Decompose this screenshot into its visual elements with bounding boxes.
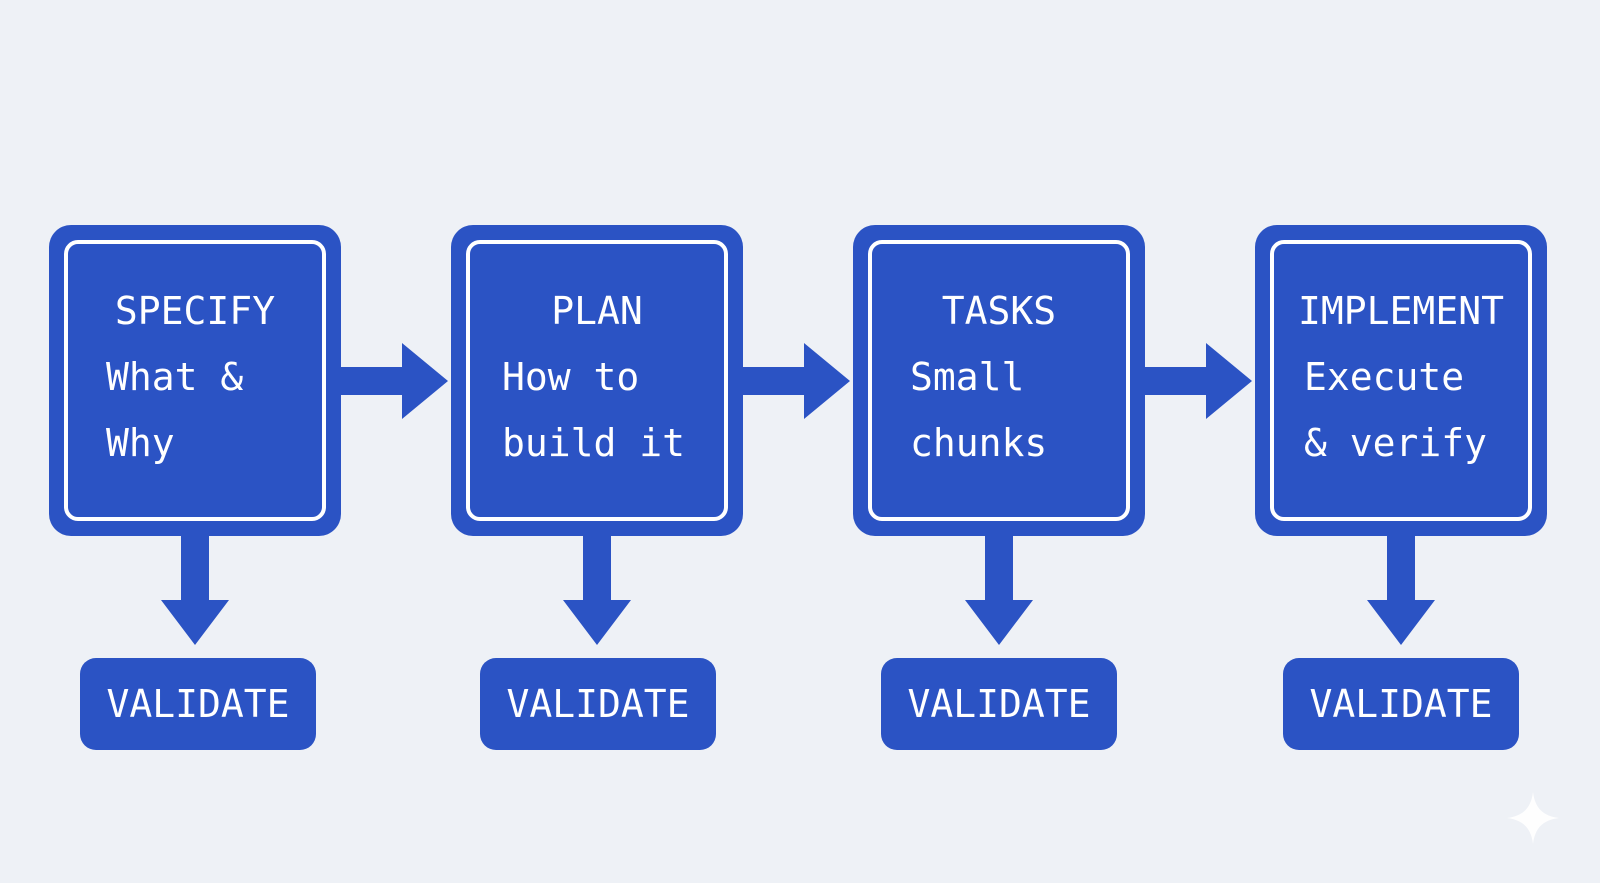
- validate-box-implement: VALIDATE: [1283, 658, 1519, 750]
- stage-description-line: Execute: [1304, 355, 1465, 399]
- stage-description-line: build it: [502, 421, 686, 465]
- sparkle-icon: [1507, 792, 1559, 844]
- stage-title: IMPLEMENT: [1298, 289, 1504, 333]
- validate-box-plan: VALIDATE: [480, 658, 716, 750]
- stage-plan: PLAN How to build it: [451, 225, 743, 536]
- stage-description-line: chunks: [910, 421, 1048, 465]
- validate-box-specify: VALIDATE: [80, 658, 316, 750]
- validate-box-tasks: VALIDATE: [881, 658, 1117, 750]
- arrow-right-icon: [340, 343, 448, 419]
- stage-title: TASKS: [941, 289, 1057, 333]
- stage-inner-frame: TASKS Small chunks: [868, 240, 1130, 521]
- stage-tasks: TASKS Small chunks: [853, 225, 1145, 536]
- arrow-right-icon: [1144, 343, 1252, 419]
- stage-title: SPECIFY: [114, 289, 276, 333]
- stage-description-line: What &: [106, 355, 244, 399]
- stage-title: PLAN: [551, 289, 643, 333]
- stage-specify: SPECIFY What & Why: [49, 225, 341, 536]
- stage-inner-frame: PLAN How to build it: [466, 240, 728, 521]
- arrow-down-icon: [161, 536, 229, 645]
- arrow-right-icon: [742, 343, 850, 419]
- stage-implement: IMPLEMENT Execute & verify: [1255, 225, 1547, 536]
- arrow-down-icon: [965, 536, 1033, 645]
- arrow-down-icon: [1367, 536, 1435, 645]
- stage-description-line: & verify: [1304, 421, 1488, 465]
- arrow-down-icon: [563, 536, 631, 645]
- stage-inner-frame: IMPLEMENT Execute & verify: [1270, 240, 1532, 521]
- stage-description-line: Why: [106, 421, 175, 465]
- stage-inner-frame: SPECIFY What & Why: [64, 240, 326, 521]
- stage-description-line: Small: [910, 355, 1025, 399]
- stage-description-line: How to: [502, 355, 640, 399]
